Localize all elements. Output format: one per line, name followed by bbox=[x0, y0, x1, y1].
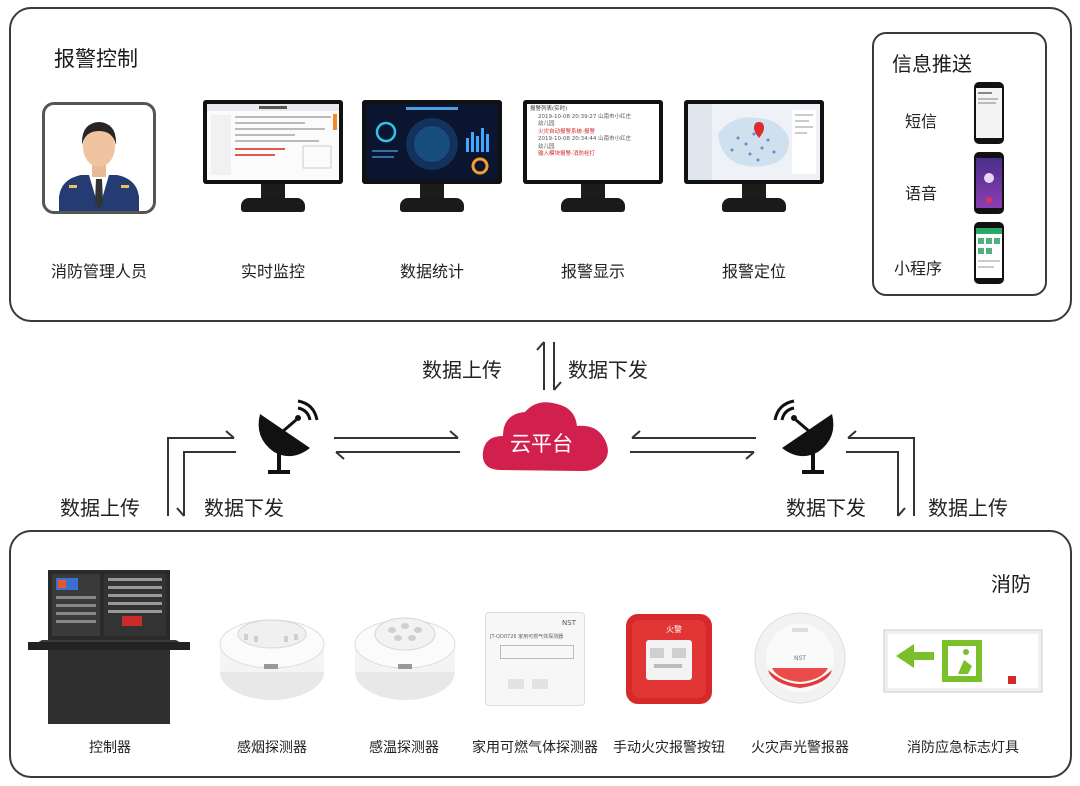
right-download-label: 数据下发 bbox=[786, 496, 866, 520]
cloud-platform-label: 云平台 bbox=[510, 432, 573, 456]
fire-manager-label: 消防管理人员 bbox=[50, 262, 147, 281]
sound-light-alarm-label: 火灾声光警报器 bbox=[751, 740, 849, 756]
alarm-line: 幼儿园 bbox=[538, 143, 555, 150]
fire-controller-device bbox=[28, 570, 190, 724]
alarm-line-red: 火灾自动报警系统-报警 bbox=[538, 128, 595, 135]
alarm-location-screen bbox=[684, 100, 824, 218]
alarm-line: 2019-10-08 20:34:44 山南市小红庄 bbox=[538, 136, 632, 142]
voice-label: 语音 bbox=[904, 184, 937, 203]
svg-text:火警: 火警 bbox=[666, 624, 682, 634]
info-push-title: 信息推送 bbox=[892, 52, 972, 76]
info-push-box: 信息推送 bbox=[872, 32, 1047, 296]
realtime-monitor-screen bbox=[203, 100, 343, 218]
right-upload-label: 数据上传 bbox=[928, 496, 1008, 520]
manual-alarm-button-label: 手动火灾报警按钮 bbox=[613, 740, 725, 756]
left-elbow-arrows bbox=[167, 430, 236, 517]
gas-detector-label: 家用可燃气体探测器 bbox=[472, 740, 598, 756]
center-updown-arrows bbox=[536, 341, 562, 391]
alarm-display-screen: 报警列表(实时) 2019-10-08 20:39:27 山南市小红庄 幼儿园 … bbox=[523, 100, 663, 218]
fire-manager-avatar bbox=[42, 102, 156, 214]
emergency-exit-sign-label: 消防应急标志灯具 bbox=[907, 740, 1019, 756]
gas-detector-model: JT-QD0726 家用可燃气体探测器 bbox=[490, 634, 564, 640]
alarm-list-title: 报警列表(实时) bbox=[530, 106, 568, 112]
fire-devices-title: 消防 bbox=[991, 572, 1031, 596]
voice-phone-icon bbox=[974, 152, 1004, 214]
alarm-line: 幼儿园 bbox=[538, 121, 555, 127]
left-upload-label: 数据上传 bbox=[60, 496, 140, 520]
left-satellite-dish-icon bbox=[258, 399, 319, 474]
alarm-display-label: 报警显示 bbox=[560, 262, 625, 281]
mini-program-phone-icon bbox=[974, 222, 1004, 284]
manual-alarm-button-device: 火警 bbox=[626, 614, 712, 704]
heat-detector-label: 感温探测器 bbox=[369, 740, 439, 756]
center-download-label: 数据下发 bbox=[568, 358, 648, 382]
gas-detector-brand: NST bbox=[562, 619, 576, 627]
right-elbow-arrows bbox=[846, 430, 915, 517]
data-statistics-label: 数据统计 bbox=[399, 262, 464, 281]
alarm-line-red: 输入模块报警-消防栓打 bbox=[538, 151, 595, 157]
left-horizontal-arrows bbox=[334, 430, 460, 460]
realtime-monitor-label: 实时监控 bbox=[240, 262, 305, 281]
center-upload-label: 数据上传 bbox=[422, 358, 502, 382]
data-statistics-screen bbox=[362, 100, 502, 218]
smoke-detector-device bbox=[219, 619, 325, 700]
gas-detector-device: NST JT-QD0726 家用可燃气体探测器 bbox=[485, 612, 585, 706]
smoke-detector-label: 感烟探测器 bbox=[237, 740, 307, 756]
heat-detector-device bbox=[354, 617, 456, 700]
sms-phone-icon bbox=[974, 82, 1004, 144]
fire-controller-label: 控制器 bbox=[89, 740, 131, 756]
alarm-control-title: 报警控制 bbox=[54, 47, 138, 71]
alarm-location-label: 报警定位 bbox=[721, 262, 786, 281]
mini-program-label: 小程序 bbox=[893, 259, 942, 278]
alarm-line: 2019-10-08 20:39:27 山南市小红庄 bbox=[538, 113, 632, 120]
left-download-label: 数据下发 bbox=[204, 496, 284, 520]
sound-light-alarm-device: NST bbox=[754, 612, 846, 704]
right-satellite-dish-icon bbox=[773, 399, 834, 474]
emergency-exit-sign-device bbox=[883, 629, 1043, 693]
sms-label: 短信 bbox=[904, 112, 937, 131]
svg-text:NST: NST bbox=[794, 655, 806, 662]
right-horizontal-arrows bbox=[630, 430, 756, 460]
cloud-platform-icon bbox=[482, 402, 608, 471]
